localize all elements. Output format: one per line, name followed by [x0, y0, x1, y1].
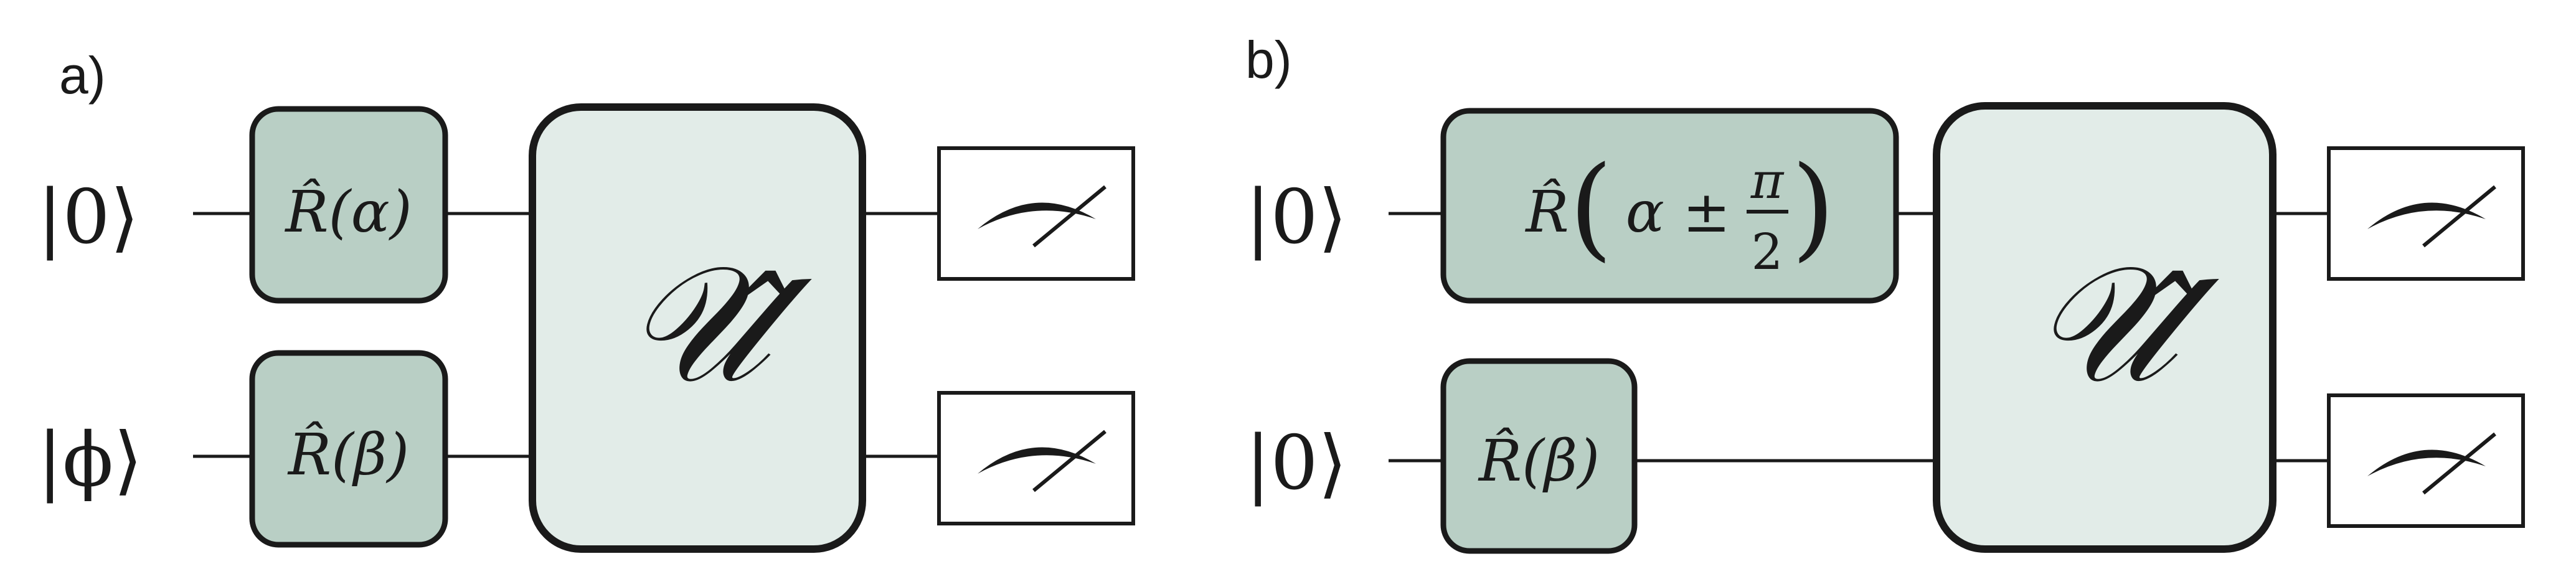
meter-arc-a-top: [978, 202, 1096, 229]
input-ket-b-bottom: |0⟩: [1245, 420, 1347, 507]
meter-needle-b-bottom: [2422, 432, 2496, 495]
unitary-box-b: [1933, 102, 2276, 553]
meter-needle-a-top: [1032, 185, 1106, 248]
meter-needle-a-bottom: [1032, 430, 1106, 492]
gate-operator-b-top: R̂: [1524, 178, 1569, 245]
meter-box-a-bottom: [937, 391, 1135, 525]
meter-box-a-top: [937, 146, 1135, 281]
rotation-gate-b-bottom: [1440, 358, 1638, 554]
gate-paren-open-b-top: (: [1569, 143, 1613, 273]
meter-box-b-top: [2327, 146, 2525, 281]
panel-a-label: a): [59, 46, 106, 105]
meter-icon: [937, 146, 1135, 281]
fraction-denominator-b-top: 2: [1752, 223, 1783, 281]
input-ket-a-bottom: |ϕ⟩: [37, 417, 143, 504]
meter-arc-a-bottom: [978, 447, 1096, 474]
rotation-gate-a-top: [249, 106, 448, 304]
rotation-gate-b-top: [1440, 108, 1899, 304]
gate-label-b-bottom: R̂(β): [1478, 427, 1600, 494]
rotation-gate-a-bottom: [249, 350, 448, 548]
meter-arc-b-top: [2367, 202, 2486, 229]
panel-b: b) |0⟩ |0⟩ R̂ ( α ± π 2 ) R̂(β) 𝒰̂: [1245, 31, 2525, 554]
panel-a: a) |0⟩ |ϕ⟩ R̂(α) R̂(β) 𝒰̂: [37, 46, 1135, 553]
gate-paren-close-b-top: ): [1791, 143, 1835, 273]
fraction-numerator-b-top: π: [1750, 152, 1785, 210]
input-ket-a-top: |0⟩: [37, 174, 139, 261]
input-ket-b-top: |0⟩: [1245, 174, 1347, 261]
gate-label-a-bottom: R̂(β): [287, 421, 409, 488]
panel-b-label: b): [1245, 31, 1292, 89]
meter-arc-b-bottom: [2367, 449, 2486, 476]
meter-icon: [937, 391, 1135, 525]
meter-box-b-bottom: [2327, 393, 2525, 528]
meter-icon: [2327, 146, 2525, 281]
gate-label-a-top: R̂(α): [284, 178, 412, 245]
gate-argument-b-top: α ±: [1626, 179, 1730, 245]
gate-label-b-top: R̂ ( α ± π 2 ): [1524, 143, 1835, 281]
meter-icon: [2327, 393, 2525, 528]
unitary-box-a: [529, 103, 866, 553]
meter-needle-b-top: [2422, 185, 2496, 248]
